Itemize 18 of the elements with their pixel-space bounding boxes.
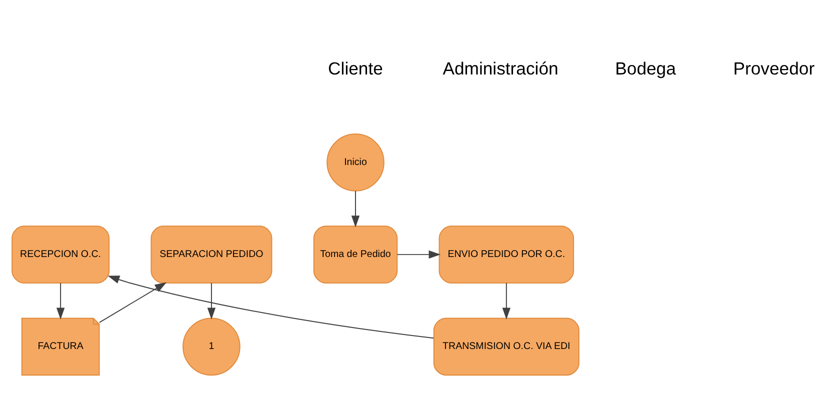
node-circle: 1: [182, 318, 240, 376]
arrow: [99, 282, 167, 323]
node-circle: Inicio: [326, 134, 384, 192]
arrow: [502, 282, 511, 320]
arrow: [396, 250, 441, 259]
arrow: [207, 282, 216, 320]
node-box: RECEPCION O.C.: [12, 226, 110, 284]
label: Administración: [442, 58, 558, 79]
label: Cliente: [328, 58, 383, 79]
node-box: TRANSMISION O.C. VIA EDI: [433, 318, 580, 376]
arrow: [108, 276, 434, 339]
node-box: ENVIO PEDIDO POR O.C.: [438, 226, 574, 284]
label: Bodega: [615, 58, 676, 79]
arrow: [351, 190, 360, 228]
node-box: Toma de Pedido: [313, 226, 398, 284]
label: Proveedor: [733, 58, 815, 79]
arrow: [56, 282, 65, 320]
node-box: SEPARACION PEDIDO: [150, 226, 272, 284]
